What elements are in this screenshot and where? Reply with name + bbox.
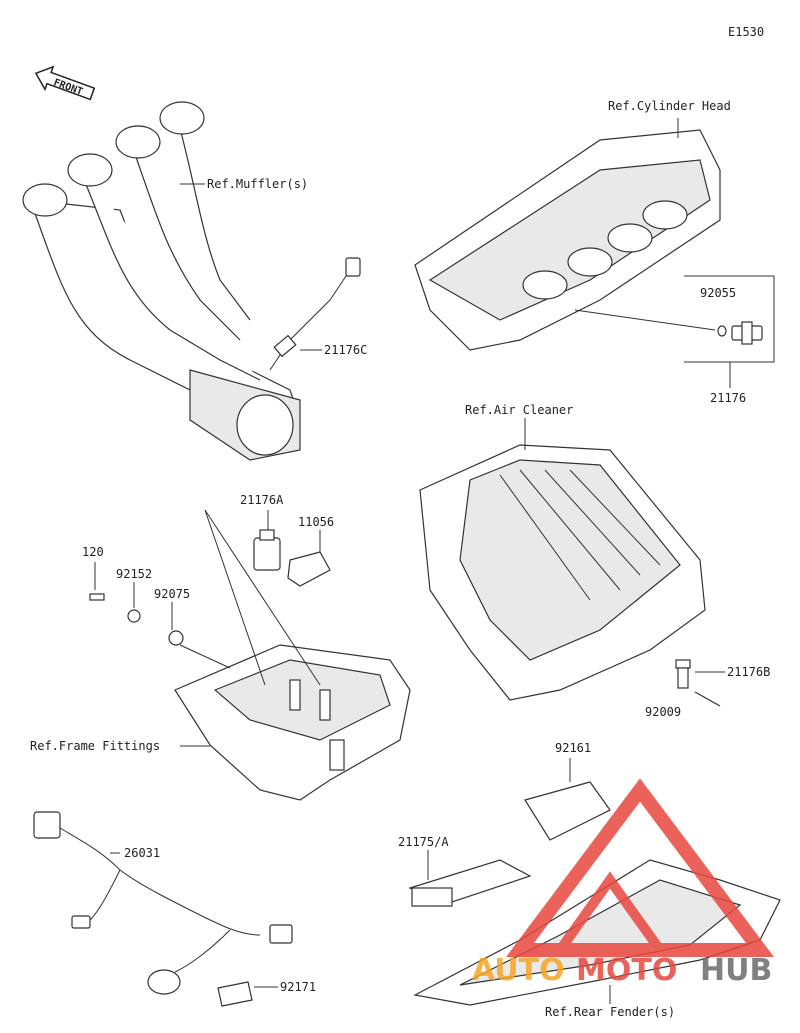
p92152-label: 92152 <box>116 567 152 581</box>
watermark-logo: AUTO MOTO HUB <box>472 778 774 988</box>
ref-frame-fittings-label: Ref.Frame Fittings <box>30 739 160 753</box>
cylinder-head <box>414 129 721 351</box>
ref-rear-fenders-label: Ref.Rear Fender(s) <box>545 1005 675 1019</box>
watermark-text-a: AUTO <box>472 953 565 988</box>
p21176c-label: 21176C <box>324 343 367 357</box>
grommet-92075 <box>168 630 184 646</box>
ref-air-cleaner-label: Ref.Air Cleaner <box>465 403 573 417</box>
rear-fender <box>413 859 781 1006</box>
sensor-21176a <box>253 529 281 571</box>
sensor-21176b <box>675 659 691 689</box>
p11056-label: 11056 <box>298 515 334 529</box>
frame-fittings-tray <box>174 644 411 801</box>
clamp-92171 <box>217 981 253 1007</box>
screw-92009 <box>694 691 721 707</box>
p120-label: 120 <box>82 545 104 559</box>
exhaust-header-assembly <box>22 101 301 461</box>
p21176b-label: 21176B <box>727 665 770 679</box>
ecu-21175a <box>408 859 532 907</box>
washer-92055 <box>717 325 727 337</box>
p92075-label: 92075 <box>154 587 190 601</box>
front-arrow-icon: FRONT <box>34 65 96 101</box>
wiring-harness-26031 <box>33 811 293 995</box>
collar-92152 <box>127 609 141 623</box>
watermark-text-c: HUB <box>700 953 772 988</box>
p21176-label: 21176 <box>710 391 746 405</box>
p21176a-label: 21176A <box>240 493 284 507</box>
p26031-label: 26031 <box>124 846 160 860</box>
sensor-21176 <box>731 321 763 345</box>
p92171-label: 92171 <box>280 980 316 994</box>
holder-92161 <box>524 781 611 841</box>
p21175a-label: 21175/A <box>398 835 449 849</box>
bracket-11056 <box>287 551 331 587</box>
air-cleaner <box>419 444 706 701</box>
p92009-label: 92009 <box>645 705 681 719</box>
ref-mufflers-label: Ref.Muffler(s) <box>207 177 308 191</box>
watermark-text-b: MOTO <box>576 953 677 988</box>
o2-sensor-21176c <box>269 257 361 371</box>
bolt-120 <box>89 593 105 601</box>
ref-cylinder-head-label: Ref.Cylinder Head <box>608 99 731 113</box>
p92161-label: 92161 <box>555 741 591 755</box>
diagram-code: E1530 <box>728 25 764 39</box>
p92055-label: 92055 <box>700 286 736 300</box>
